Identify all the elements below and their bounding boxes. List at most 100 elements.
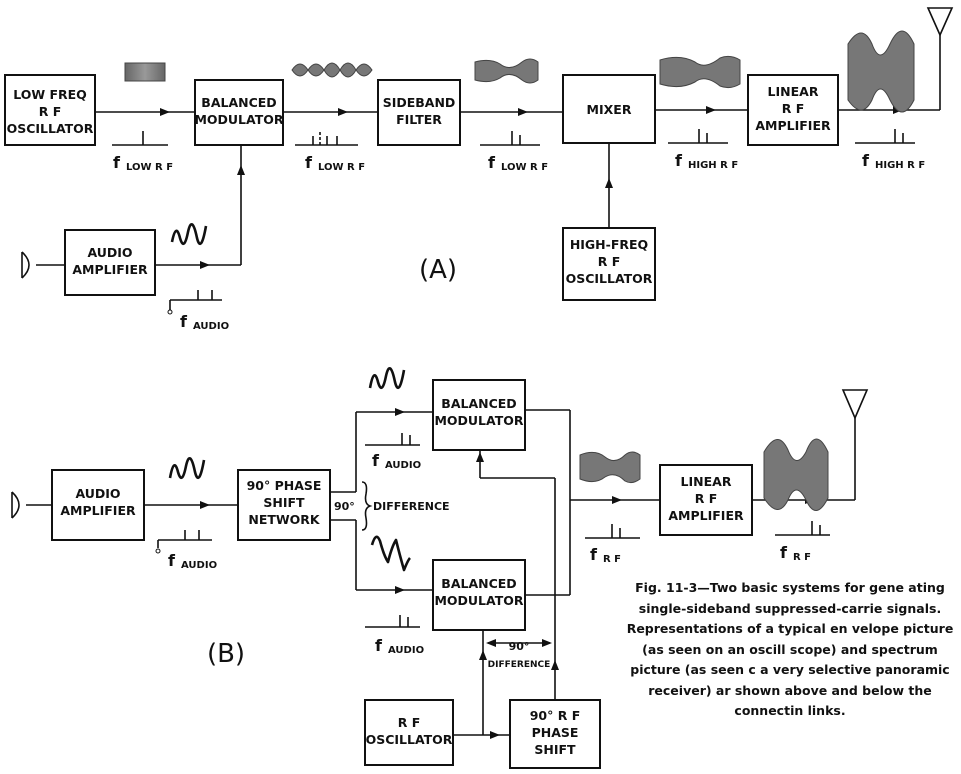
svg-text:AUDIO: AUDIO: [181, 560, 217, 571]
svg-text:f: f: [305, 153, 313, 172]
balanced-modulator-bottom-block: BALANCED MODULATOR: [432, 559, 526, 631]
part-a-connections: [21, 7, 954, 279]
svg-text:R F: R F: [603, 554, 621, 565]
dsb-envelope-a: [291, 62, 373, 78]
part-b-label: (B): [207, 639, 245, 669]
svg-text:LOW R F: LOW R F: [501, 162, 548, 173]
spectrum-low-rf-1: f LOW R F: [112, 131, 173, 173]
spectrum-audio-a: f AUDIO: [167, 290, 229, 332]
mixer-block: MIXER: [562, 74, 656, 144]
audio-amplifier-block-a: AUDIO AMPLIFIER: [64, 229, 156, 296]
svg-text:MODULATOR: MODULATOR: [434, 413, 523, 428]
svg-text:f: f: [590, 545, 598, 564]
part-b-connections: [11, 389, 869, 739]
svg-text:AMPLIFIER: AMPLIFIER: [72, 262, 148, 277]
svg-text:R F: R F: [398, 715, 421, 730]
svg-text:AUDIO: AUDIO: [385, 460, 421, 471]
rf-oscillator-block: R F OSCILLATOR: [364, 699, 454, 766]
low-rf-carrier-envelope: [124, 62, 166, 82]
svg-text:AUDIO: AUDIO: [193, 321, 229, 332]
part-b-diagram: AUDIO AMPLIFIER 90° PHASE SHIFT NETWORK …: [11, 367, 869, 769]
audio-amplifier-block-b: AUDIO AMPLIFIER: [51, 469, 145, 541]
spectrum-audio-b-top: f AUDIO: [365, 433, 421, 471]
high-freq-rf-oscillator-block: HIGH-FREQ R F OSCILLATOR: [562, 227, 656, 301]
svg-text:OSCILLATOR: OSCILLATOR: [566, 271, 653, 286]
svg-text:HIGH R F: HIGH R F: [875, 160, 925, 171]
svg-text:R F: R F: [793, 552, 811, 563]
low-freq-rf-oscillator-block: LOW FREQ R F OSCILLATOR: [4, 74, 96, 146]
svg-text:AUDIO: AUDIO: [75, 486, 120, 501]
spectrum-audio-b-bottom: f AUDIO: [365, 615, 424, 656]
amplified-ssb-envelope-a: [847, 30, 915, 113]
audio-waveform-b-top: [368, 367, 406, 390]
svg-text:LOW R F: LOW R F: [318, 162, 365, 173]
svg-text:BALANCED: BALANCED: [201, 95, 276, 110]
audio-waveform-b-bottom: [370, 535, 411, 572]
svg-text:SIDEBAND: SIDEBAND: [383, 95, 456, 110]
svg-text:f: f: [375, 636, 383, 655]
difference-brace: [361, 481, 373, 531]
svg-text:AMPLIFIER: AMPLIFIER: [668, 508, 744, 523]
svg-text:OSCILLATOR: OSCILLATOR: [7, 121, 94, 136]
spectrum-rf-b-1: f R F: [585, 524, 640, 565]
svg-text:SHIFT: SHIFT: [534, 742, 576, 757]
svg-text:f: f: [372, 451, 380, 470]
svg-text:R F: R F: [598, 254, 621, 269]
svg-text:MIXER: MIXER: [587, 102, 632, 117]
lower-difference-text: DIFFERENCE: [488, 660, 551, 670]
phase-difference-degrees: 90°: [334, 500, 355, 513]
ssb-envelope-high-rf: [659, 55, 741, 89]
svg-text:MODULATOR: MODULATOR: [434, 593, 523, 608]
svg-text:OSCILLATOR: OSCILLATOR: [366, 732, 453, 747]
svg-text:NETWORK: NETWORK: [248, 512, 321, 527]
svg-text:BALANCED: BALANCED: [441, 396, 516, 411]
svg-text:HIGH R F: HIGH R F: [688, 160, 738, 171]
svg-text:R F: R F: [695, 491, 718, 506]
ssb-envelope-low-rf: [474, 58, 539, 84]
spectrum-audio-b-input: f AUDIO: [155, 530, 217, 571]
figure-caption: Fig. 11-3—Two basic systems for gene ati…: [626, 580, 954, 718]
svg-text:f: f: [862, 151, 870, 170]
balanced-modulator-top-block: BALANCED MODULATOR: [432, 379, 526, 451]
svg-text:AMPLIFIER: AMPLIFIER: [755, 118, 831, 133]
audio-waveform-b-input: [168, 457, 206, 480]
spectrum-rf-b-2: f R F: [775, 521, 830, 563]
spectrum-low-rf-3: f LOW R F: [480, 131, 548, 173]
audio-waveform-a: [170, 223, 208, 246]
svg-text:MODULATOR: MODULATOR: [194, 112, 283, 127]
svg-text:f: f: [780, 543, 788, 562]
svg-text:AUDIO: AUDIO: [388, 645, 424, 656]
svg-text:LOW R F: LOW R F: [126, 162, 173, 173]
linear-rf-amplifier-block: LINEAR R F AMPLIFIER: [747, 74, 839, 146]
svg-text:f: f: [488, 153, 496, 172]
svg-text:90° R F: 90° R F: [530, 708, 581, 723]
svg-text:LINEAR: LINEAR: [681, 474, 732, 489]
ssb-envelope-b: [579, 451, 641, 484]
svg-text:LOW FREQ: LOW FREQ: [13, 87, 87, 102]
svg-text:f: f: [113, 153, 121, 172]
svg-text:f: f: [180, 312, 188, 331]
svg-text:PHASE: PHASE: [532, 725, 579, 740]
svg-text:HIGH-FREQ: HIGH-FREQ: [570, 237, 648, 252]
phase-shift-network-block: 90° PHASE SHIFT NETWORK: [237, 469, 331, 541]
part-a-label: (A): [419, 255, 457, 285]
spectrum-high-rf-1: f HIGH R F: [668, 129, 738, 171]
linear-rf-amplifier-block-b: LINEAR R F AMPLIFIER: [659, 464, 753, 536]
svg-text:R F: R F: [782, 101, 805, 116]
svg-text:FILTER: FILTER: [396, 112, 442, 127]
svg-text:SHIFT: SHIFT: [263, 495, 305, 510]
amplified-ssb-envelope-b: [763, 438, 829, 511]
sideband-filter-block: SIDEBAND FILTER: [377, 79, 461, 146]
svg-text:BALANCED: BALANCED: [441, 576, 516, 591]
spectrum-high-rf-2: f HIGH R F: [855, 129, 925, 171]
svg-text:R F: R F: [39, 104, 62, 119]
svg-text:f: f: [675, 151, 683, 170]
svg-text:f: f: [168, 551, 176, 570]
difference-text: DIFFERENCE: [373, 500, 450, 513]
rf-phase-shift-block: 90° R F PHASE SHIFT: [509, 699, 601, 769]
part-a-diagram: LOW FREQ R F OSCILLATOR BALANCED MODULAT…: [4, 7, 954, 332]
lower-difference-degrees: 90°: [509, 640, 530, 653]
svg-text:AMPLIFIER: AMPLIFIER: [60, 503, 136, 518]
spectrum-low-rf-2: f LOW R F: [295, 130, 365, 173]
